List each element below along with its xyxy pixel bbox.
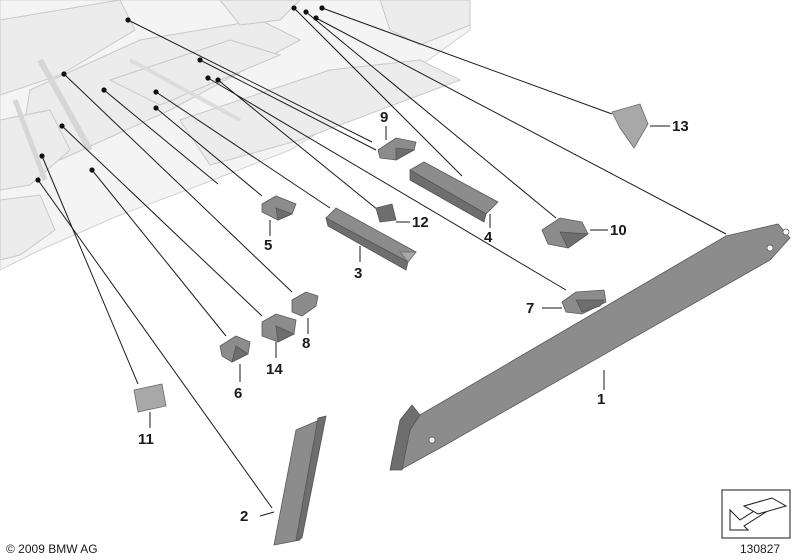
part-10-bracket (541, 217, 590, 249)
leader-10 (305, 11, 557, 219)
callout-10: 10 (610, 222, 627, 239)
leader-12 (127, 19, 373, 143)
callout-12: 12 (412, 214, 429, 231)
callout-7: 7 (526, 300, 534, 317)
leader-7 (207, 77, 567, 291)
leader-8 (63, 73, 293, 293)
leader-13 (321, 7, 613, 115)
leader-14 (61, 125, 263, 317)
copyright-text: © 2009 BMW AG (6, 542, 98, 556)
callout-4: 4 (484, 229, 493, 246)
part-11-plate (133, 383, 167, 413)
callout-2: 2 (240, 508, 248, 525)
part-2-channel (273, 415, 327, 546)
leader-lines (37, 7, 727, 509)
callout-labels: 1 2 3 4 5 6 7 8 9 10 11 12 13 14 (138, 109, 689, 525)
part-1-long-rail (389, 223, 791, 471)
leader-4 (293, 7, 463, 177)
callout-6: 6 (234, 385, 242, 402)
part-13-bracket (611, 103, 649, 149)
part-7-bracket (561, 289, 607, 315)
diagram-number: 130827 (740, 542, 780, 556)
leader-11 (41, 155, 139, 385)
leader-2b (103, 89, 219, 185)
leader-dots (35, 5, 325, 183)
callout-8: 8 (302, 335, 310, 352)
leader-9 (199, 59, 377, 151)
part-9-bracket (377, 137, 417, 161)
leader-3 (155, 91, 331, 209)
part-4-box-member (409, 161, 499, 223)
callout-1: 1 (597, 391, 605, 408)
leader-1 (315, 17, 727, 235)
callout-ticks (149, 125, 670, 517)
callout-11: 11 (138, 431, 154, 448)
leader-6 (91, 169, 227, 337)
part-12-plate (375, 203, 397, 223)
callout-13: 13 (672, 118, 689, 135)
leader-12b (217, 79, 379, 211)
part-5-bracket (261, 195, 297, 221)
part-14-bracket (261, 313, 297, 343)
leader-2 (37, 179, 273, 509)
leader-5 (155, 107, 263, 197)
arrow-icon (721, 489, 791, 539)
part-6-bracket (219, 335, 251, 363)
callout-5: 5 (264, 237, 272, 254)
callout-14: 14 (266, 361, 283, 378)
callout-3: 3 (354, 265, 362, 282)
part-3-box-member (325, 207, 417, 271)
callout-9: 9 (380, 109, 388, 126)
part-8-bracket (291, 291, 319, 317)
ghost-body-structure (0, 0, 471, 271)
